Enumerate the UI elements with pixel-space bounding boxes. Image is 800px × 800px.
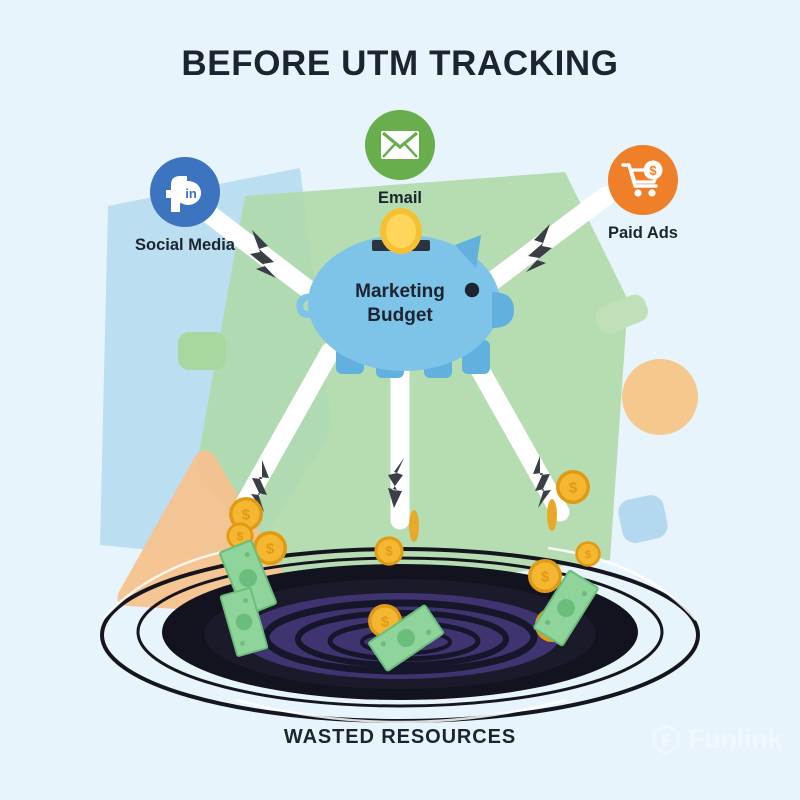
pipe-crack-center (388, 458, 404, 508)
drain-swirl-1 (262, 599, 538, 675)
background-orange-circle (622, 359, 698, 435)
wasted-resources-label: WASTED RESOURCES (283, 726, 517, 748)
watermark-brand: Funlink (688, 724, 782, 754)
pipe-lower-left (230, 342, 340, 522)
background-blue-square (618, 495, 668, 543)
piggy-ear (455, 235, 481, 268)
funlink-f-logo-icon (652, 724, 680, 755)
channel-social-media-label: Social Media (135, 236, 235, 254)
piggy-eye (464, 282, 480, 298)
pipe-crack-social (250, 230, 276, 278)
piggy-bank-label: Marketing Budget (320, 280, 480, 329)
channel-paid-ads-label: Paid Ads (608, 224, 678, 242)
pipe-lower-right (460, 342, 570, 522)
social-media-badge[interactable]: in (150, 157, 220, 227)
channel-email[interactable]: Email (333, 110, 467, 208)
drain-swirl-2 (295, 610, 509, 668)
envelope-icon (381, 131, 419, 159)
pipe-social-media (186, 194, 332, 310)
shopping-cart-dollar-icon: $ (621, 160, 663, 197)
pipe-crack-paid-ads (526, 224, 552, 272)
piggy-body (308, 235, 500, 371)
piggy-bank-label-line1: Marketing (355, 281, 445, 302)
channel-paid-ads[interactable]: $ Paid Ads (558, 145, 728, 243)
facebook-linkedin-icon: in (166, 176, 202, 212)
email-badge[interactable] (365, 110, 435, 180)
background-green-rounded-rect (595, 294, 649, 334)
background-green-square (178, 332, 226, 370)
drain-highlight-right (547, 546, 697, 621)
page-title: BEFORE UTM TRACKING (181, 44, 619, 83)
watermark: Funlink (651, 724, 782, 755)
channel-email-label: Email (377, 189, 423, 207)
pipe-crack-lower-right (533, 456, 551, 508)
svg-text:$: $ (649, 163, 657, 178)
piggy-snout (492, 292, 514, 328)
drain-highlight-bottom (235, 698, 567, 724)
svg-text:in: in (185, 186, 197, 201)
piggy-coin-inner (386, 214, 416, 248)
channel-social-media[interactable]: in Social Media (98, 157, 272, 255)
pipe-crack-lower-left (251, 460, 269, 512)
paid-ads-badge[interactable]: $ (608, 145, 678, 215)
piggy-bank-label-line2: Budget (367, 305, 433, 327)
